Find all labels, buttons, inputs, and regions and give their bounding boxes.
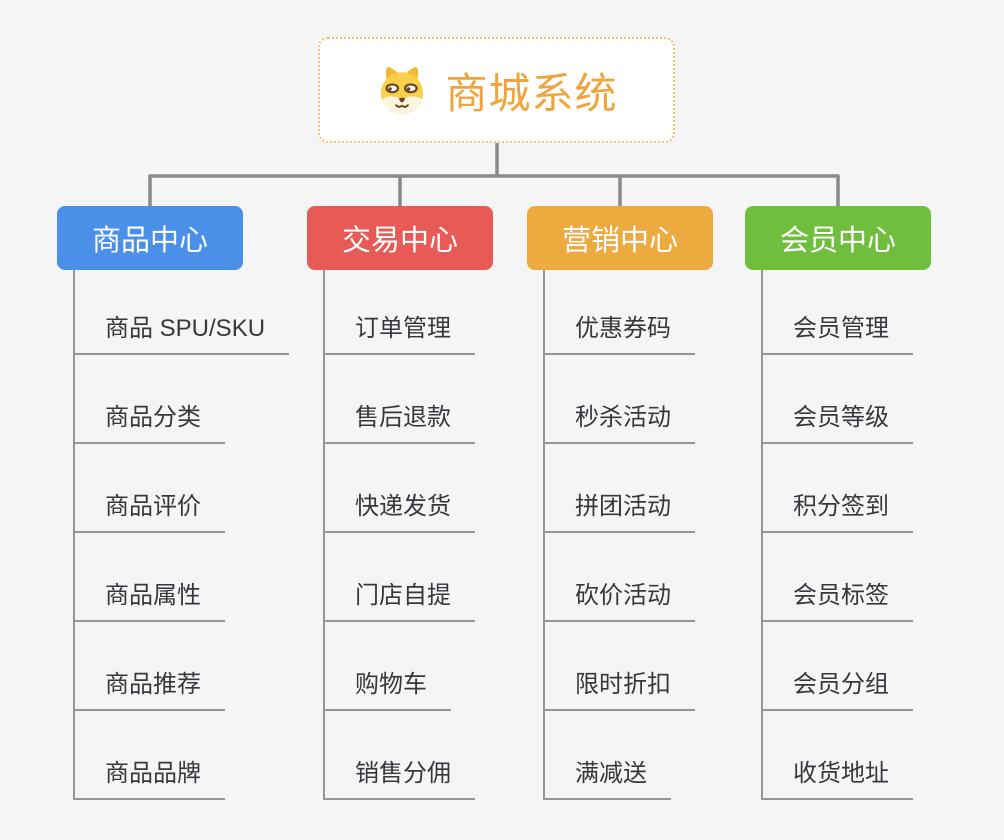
leaf-node-label[interactable]: 会员等级 [763,397,913,444]
leaf-node: 拼团活动 [545,444,777,533]
leaf-node-label[interactable]: 销售分佣 [325,753,475,800]
branch-column-trade-center: 交易中心 订单管理售后退款快递发货门店自提购物车销售分佣 [307,206,557,800]
leaf-node-label[interactable]: 商品评价 [75,486,225,533]
branch-node-trade-center[interactable]: 交易中心 [307,206,493,270]
dog-face-icon [381,66,424,115]
leaf-list-product-center: 商品 SPU/SKU 商品分类商品评价商品属性商品推荐商品品牌 [73,270,307,800]
branch-column-marketing-center: 营销中心 优惠券码秒杀活动拼团活动砍价活动限时折扣满减送 [527,206,777,800]
leaf-node-label[interactable]: 积分签到 [763,486,913,533]
leaf-node-label[interactable]: 商品推荐 [75,664,225,711]
leaf-node-label[interactable]: 会员标签 [763,575,913,622]
leaf-node-label[interactable]: 优惠券码 [545,308,695,355]
leaf-node-label[interactable]: 商品属性 [75,575,225,622]
leaf-node-label[interactable]: 秒杀活动 [545,397,695,444]
leaf-node-label[interactable]: 门店自提 [325,575,475,622]
leaf-node: 商品分类 [75,355,307,444]
leaf-node-label[interactable]: 售后退款 [325,397,475,444]
leaf-node: 会员等级 [763,355,995,444]
leaf-node: 商品评价 [75,444,307,533]
leaf-node-label[interactable]: 限时折扣 [545,664,695,711]
leaf-node: 商品推荐 [75,622,307,711]
leaf-node-label[interactable]: 商品品牌 [75,753,225,800]
leaf-node: 优惠券码 [545,270,777,355]
leaf-node: 会员标签 [763,533,995,622]
branch-node-member-center[interactable]: 会员中心 [745,206,931,270]
leaf-node-label[interactable]: 商品分类 [75,397,225,444]
leaf-node: 砍价活动 [545,533,777,622]
leaf-node: 快递发货 [325,444,557,533]
leaf-node: 限时折扣 [545,622,777,711]
branch-node-marketing-center[interactable]: 营销中心 [527,206,713,270]
leaf-node: 会员分组 [763,622,995,711]
leaf-node-label[interactable]: 购物车 [325,664,451,711]
leaf-node-label[interactable]: 砍价活动 [545,575,695,622]
root-node-title: 商城系统 [445,69,618,117]
leaf-node: 购物车 [325,622,557,711]
leaf-node-label[interactable]: 快递发货 [325,486,475,533]
leaf-node: 商品属性 [75,533,307,622]
leaf-node: 销售分佣 [325,711,557,800]
leaf-node-label[interactable]: 满减送 [545,753,671,800]
leaf-list-member-center: 会员管理会员等级积分签到会员标签会员分组收货地址 [761,270,995,800]
leaf-node-label[interactable]: 商品 SPU/SKU [75,308,290,355]
leaf-node-label[interactable]: 订单管理 [325,308,475,355]
leaf-node-label[interactable]: 拼团活动 [545,486,695,533]
leaf-node: 收货地址 [763,711,995,800]
leaf-list-marketing-center: 优惠券码秒杀活动拼团活动砍价活动限时折扣满减送 [543,270,777,800]
leaf-node-label[interactable]: 收货地址 [763,753,913,800]
branch-node-product-center[interactable]: 商品中心 [57,206,243,270]
root-node-mall-system[interactable]: 商城系统 [318,37,675,143]
leaf-node-label[interactable]: 会员分组 [763,664,913,711]
leaf-node: 积分签到 [763,444,995,533]
leaf-node: 商品品牌 [75,711,307,800]
connector-path [148,142,840,210]
leaf-node: 门店自提 [325,533,557,622]
leaf-node-label[interactable]: 会员管理 [763,308,913,355]
leaf-list-trade-center: 订单管理售后退款快递发货门店自提购物车销售分佣 [323,270,557,800]
leaf-node: 售后退款 [325,355,557,444]
branch-column-product-center: 商品中心 商品 SPU/SKU 商品分类商品评价商品属性商品推荐商品品牌 [57,206,307,800]
leaf-node: 订单管理 [325,270,557,355]
leaf-node: 满减送 [545,711,777,800]
leaf-node: 会员管理 [763,270,995,355]
leaf-node: 秒杀活动 [545,355,777,444]
branch-column-member-center: 会员中心 会员管理会员等级积分签到会员标签会员分组收货地址 [745,206,995,800]
leaf-node: 商品 SPU/SKU [75,270,307,355]
